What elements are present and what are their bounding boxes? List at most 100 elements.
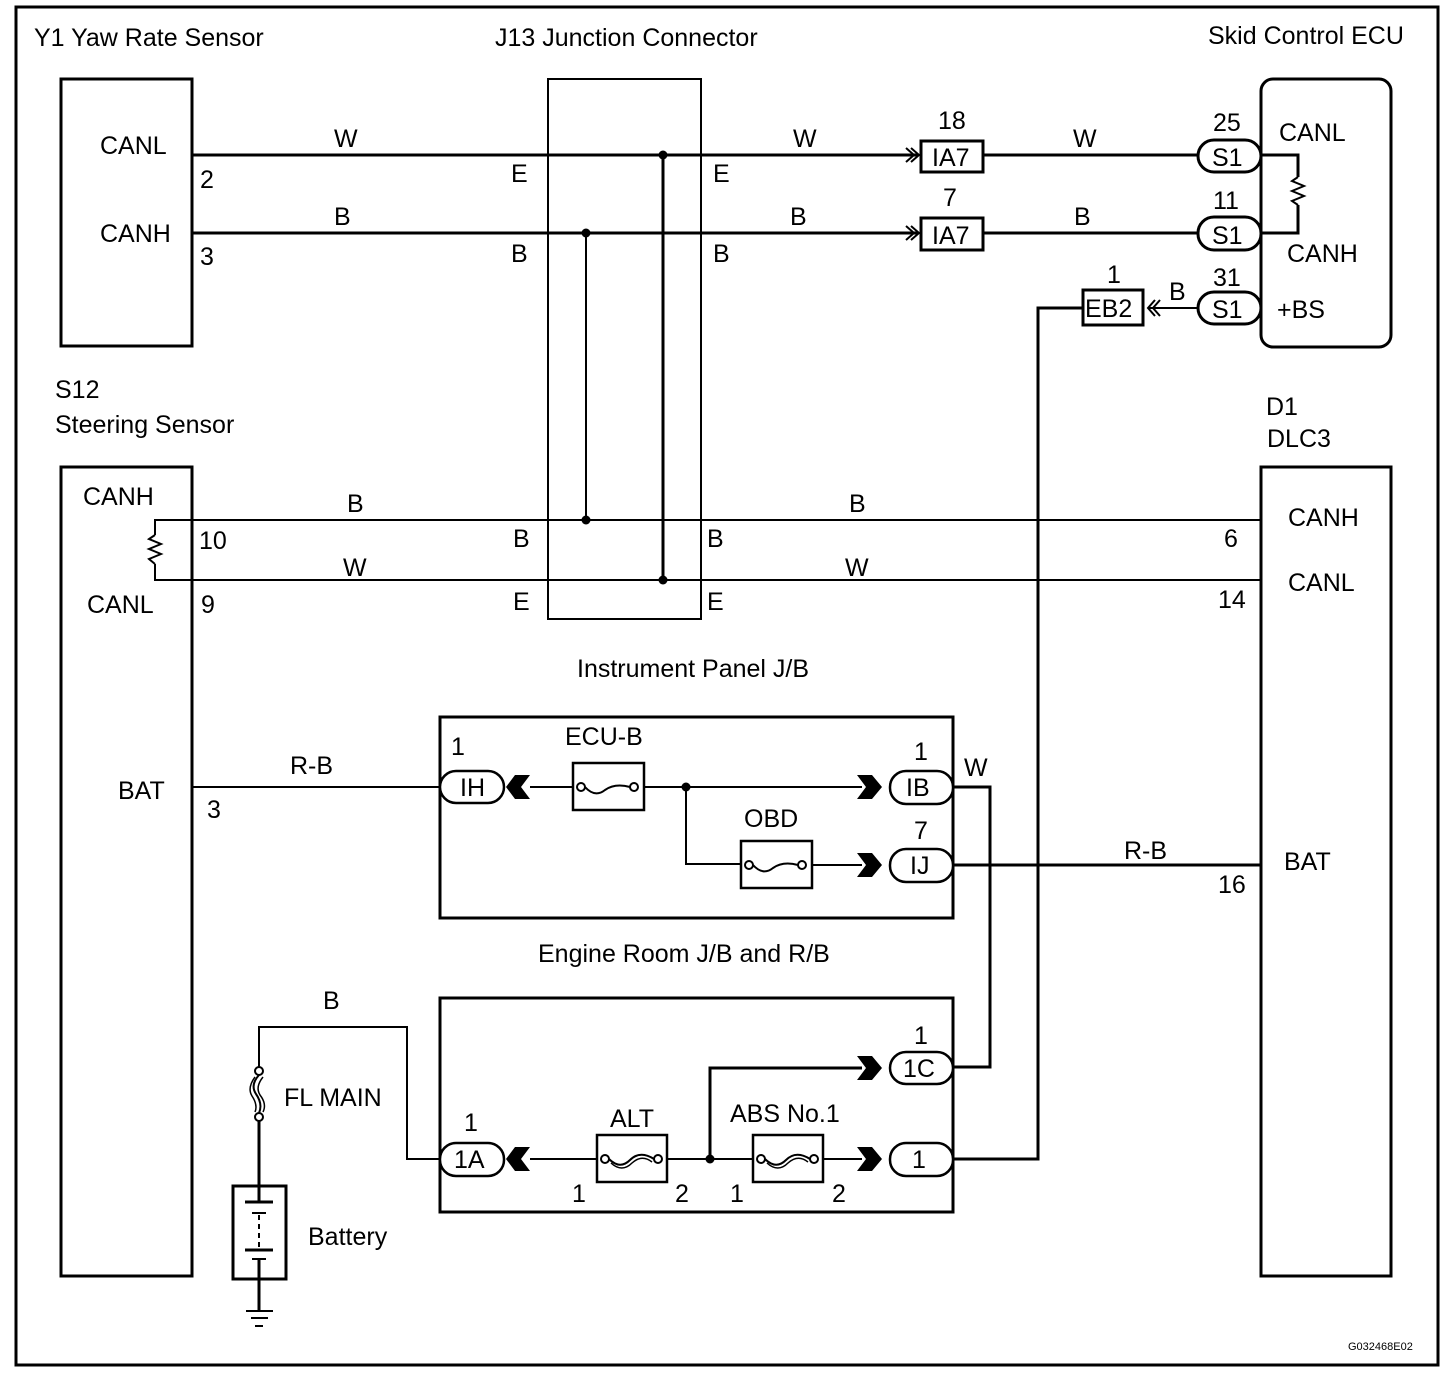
ecu-pin-num: 11 bbox=[1213, 187, 1239, 215]
splice-dot bbox=[705, 1154, 715, 1164]
resistor-icon bbox=[1289, 176, 1307, 206]
er-connector-1: 1 bbox=[888, 1141, 955, 1178]
er-wire bbox=[708, 1066, 862, 1159]
ih-pin-num: 1 bbox=[451, 733, 465, 761]
diagram-frame bbox=[14, 5, 1440, 1367]
fuse-ecu-b-label: ECU-B bbox=[565, 723, 643, 751]
resistor-icon bbox=[146, 534, 164, 565]
dlc-pin-6-num: 6 bbox=[1224, 525, 1238, 553]
splice-dot bbox=[581, 228, 591, 238]
ecu-pin-bs-label: +BS bbox=[1277, 296, 1325, 324]
ij-pin-num: 7 bbox=[914, 817, 928, 845]
junction-label-e-in-bot: E bbox=[513, 588, 530, 616]
ecu-pin-num: 25 bbox=[1213, 109, 1241, 137]
steer-pin-canl-label: CANL bbox=[87, 591, 154, 619]
svg-text:IB: IB bbox=[906, 774, 930, 802]
wire-label-j13-canh: B bbox=[790, 203, 807, 231]
inline-connector-ia7-canh: IA7 7 bbox=[905, 184, 985, 252]
junction-title: J13 Junction Connector bbox=[495, 24, 758, 52]
ecu-connector-s1-canl: S1 25 bbox=[1196, 109, 1263, 174]
fuse-icon bbox=[744, 860, 807, 873]
ip-jb-title: Instrument Panel J/B bbox=[577, 655, 809, 683]
svg-text:S1: S1 bbox=[1212, 296, 1243, 324]
ia7-pin-num: 18 bbox=[938, 107, 966, 135]
ip-connector-ij: IJ 7 bbox=[888, 817, 955, 884]
steering-sensor-title: Steering Sensor bbox=[55, 411, 234, 439]
junction-box bbox=[547, 78, 702, 620]
1c-pin-num: 1 bbox=[914, 1022, 928, 1050]
dlc-pin-bat-label: BAT bbox=[1284, 848, 1331, 876]
wire-label-ecu-bs: B bbox=[1169, 278, 1186, 306]
wire-label-ia7-ecu-canh: B bbox=[1074, 203, 1091, 231]
fl-main-fusible-link-icon bbox=[249, 1066, 266, 1122]
junction-label-e-in-top: E bbox=[511, 160, 528, 188]
connector-arrow-icon bbox=[857, 1147, 882, 1171]
wire-label-ia7-ecu-canl: W bbox=[1073, 125, 1097, 153]
steer-pin-canh-label: CANH bbox=[83, 483, 154, 511]
junction-label-b-out-top: B bbox=[713, 240, 730, 268]
svg-text:IH: IH bbox=[460, 774, 485, 802]
alt-pin-1: 1 bbox=[572, 1180, 586, 1208]
junction-label-e-out-bot: E bbox=[707, 588, 724, 616]
wire-label-dlc-bat: R-B bbox=[1124, 837, 1167, 865]
inline-connector-eb2: EB2 1 bbox=[1081, 261, 1161, 327]
wire-label-dlc-canl: W bbox=[845, 554, 869, 582]
dlc3-box bbox=[1259, 465, 1393, 1278]
svg-text:1: 1 bbox=[912, 1146, 926, 1174]
fl-main-label: FL MAIN bbox=[284, 1084, 382, 1112]
svg-text:IJ: IJ bbox=[910, 852, 929, 880]
ecu-pin-canl-label: CANL bbox=[1279, 119, 1346, 147]
wire-label-yaw-canl: W bbox=[334, 125, 358, 153]
dlc-pin-14-num: 14 bbox=[1218, 586, 1246, 614]
wire-label-ib-out: W bbox=[964, 754, 988, 782]
dlc-pin-canl-label: CANL bbox=[1288, 569, 1355, 597]
junction-label-e-out-top: E bbox=[713, 160, 730, 188]
er-jb-box bbox=[438, 996, 955, 1214]
steer-pin-bat-label: BAT bbox=[118, 777, 165, 805]
wire-battery-feed bbox=[258, 1026, 440, 1160]
eb2-pin-num: 1 bbox=[1107, 261, 1121, 289]
er-connector-1a: 1A 1 bbox=[438, 1109, 506, 1178]
ib-pin-num: 1 bbox=[914, 738, 928, 766]
abs-pin-1: 1 bbox=[730, 1180, 744, 1208]
abs-pin-2: 2 bbox=[832, 1180, 846, 1208]
steer-term-wire bbox=[154, 564, 192, 581]
wire-label-steer-canl: W bbox=[343, 554, 367, 582]
svg-text:S1: S1 bbox=[1212, 222, 1243, 250]
yaw-pin-canh-label: CANH bbox=[100, 220, 171, 248]
connector-arrow-icon bbox=[857, 853, 882, 877]
er-jb-title: Engine Room J/B and R/B bbox=[538, 940, 830, 968]
fuse-abs-label: ABS No.1 bbox=[730, 1100, 840, 1128]
steer-pin-10-num: 10 bbox=[199, 527, 227, 555]
steering-sensor-code: S12 bbox=[55, 376, 99, 404]
wire-label-dlc-canh: B bbox=[849, 490, 866, 518]
yaw-sensor-box bbox=[59, 77, 194, 348]
fusible-link-icon bbox=[756, 1153, 819, 1169]
connector-arrow-icon bbox=[506, 775, 530, 799]
er-connector-1c: 1C 1 bbox=[888, 1022, 955, 1086]
wire-eb2-to-abs bbox=[953, 306, 1083, 1161]
ground-icon bbox=[246, 1279, 273, 1327]
dlc3-code: D1 bbox=[1266, 393, 1298, 421]
wire-label-battery-feed: B bbox=[323, 987, 340, 1015]
eb2-id: EB2 bbox=[1085, 295, 1132, 323]
ecu-term-wire bbox=[1261, 153, 1300, 177]
ecu-connector-s1-canh: S1 11 bbox=[1196, 187, 1263, 252]
wire-label-steer-canh: B bbox=[347, 490, 364, 518]
svg-text:1A: 1A bbox=[454, 1146, 485, 1174]
connector-arrow-icon bbox=[857, 1056, 882, 1080]
inline-connector-ia7-canl: IA7 18 bbox=[905, 107, 985, 174]
yaw-pin-2-num: 2 bbox=[200, 166, 214, 194]
junction-label-b-in-top: B bbox=[511, 240, 528, 268]
wire-label-yaw-canh: B bbox=[334, 203, 351, 231]
ip-connector-ib: IB 1 bbox=[888, 738, 955, 806]
skid-ecu-box bbox=[1259, 77, 1393, 349]
ecu-connector-s1-bs: S1 31 bbox=[1196, 264, 1263, 326]
wire-ib-to-1c bbox=[953, 785, 992, 1069]
battery-label: Battery bbox=[308, 1223, 388, 1251]
skid-ecu-title: Skid Control ECU bbox=[1208, 22, 1404, 50]
yaw-pin-canl-label: CANL bbox=[100, 132, 167, 160]
dlc3-title: DLC3 bbox=[1267, 425, 1331, 453]
yaw-sensor-title: Y1 Yaw Rate Sensor bbox=[34, 24, 264, 52]
svg-text:S1: S1 bbox=[1212, 144, 1243, 172]
